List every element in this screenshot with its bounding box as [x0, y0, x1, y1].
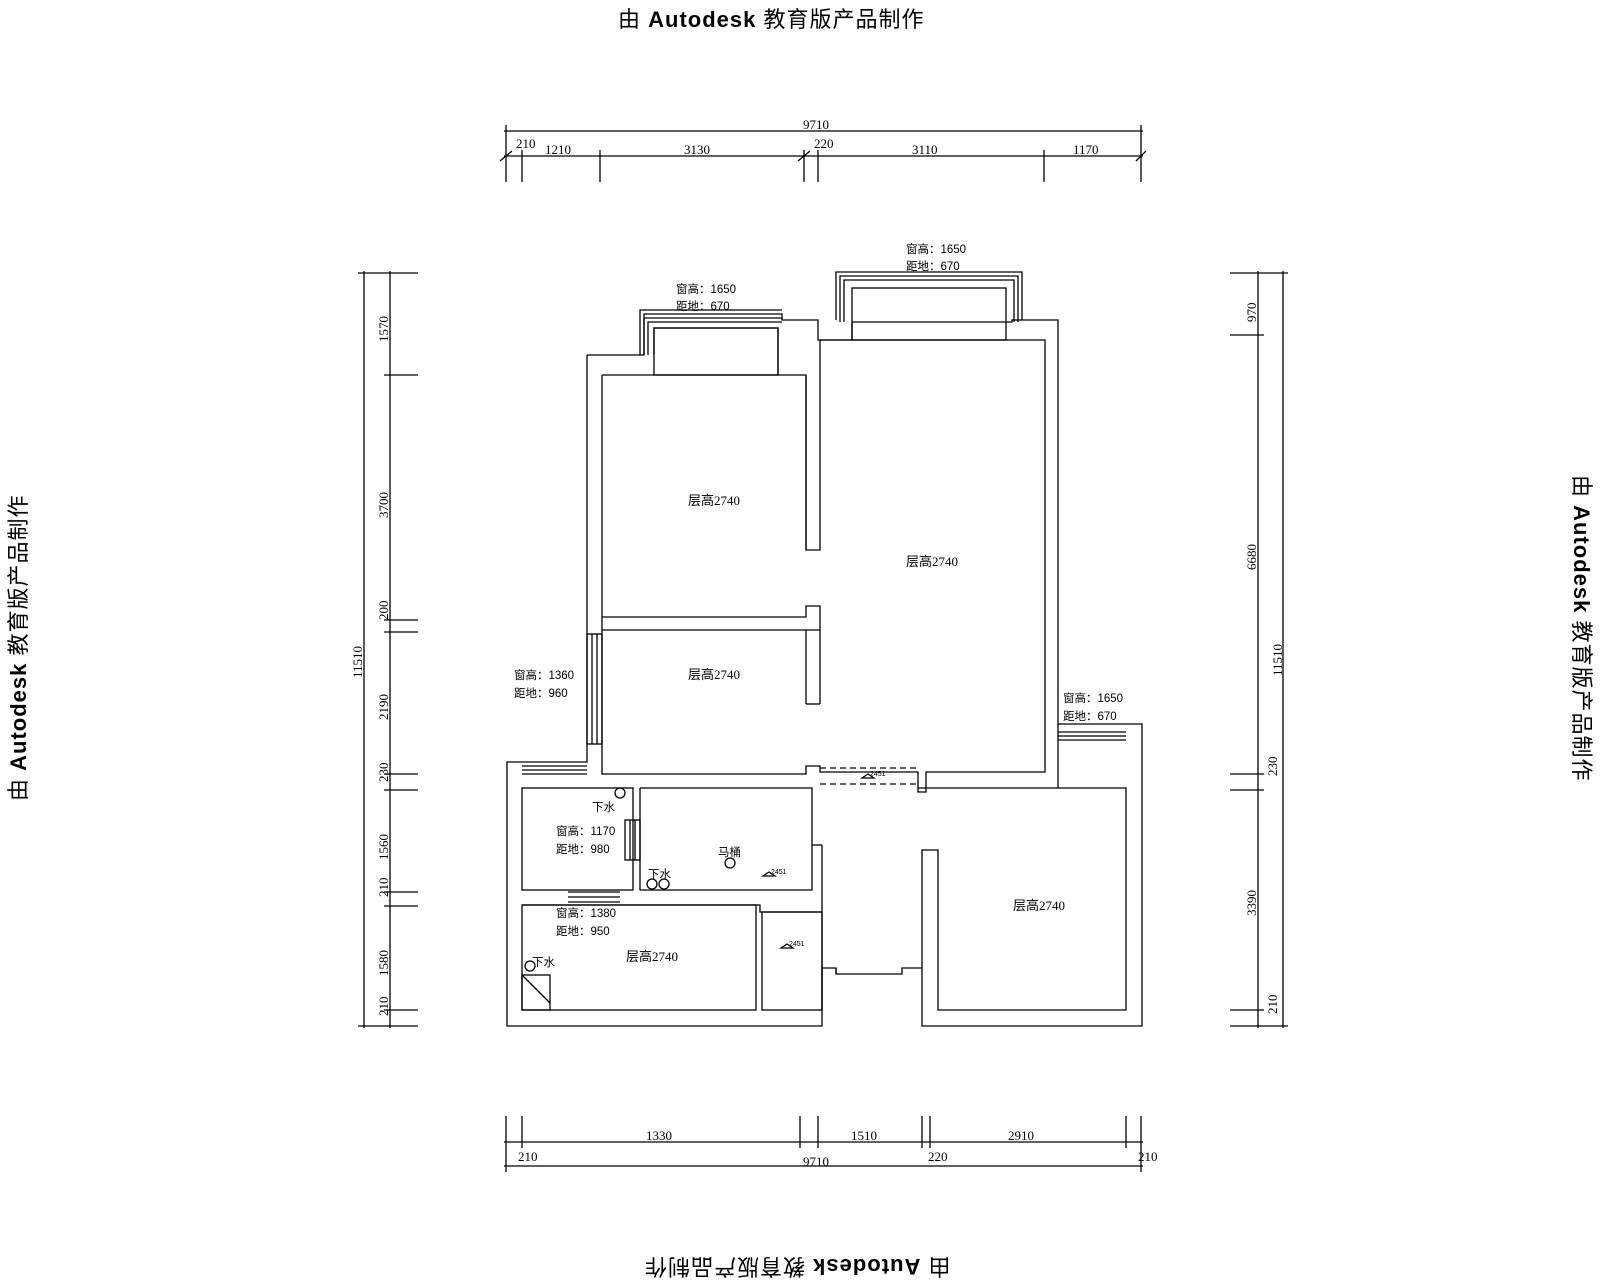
watermark-top: 由 Autodesk 教育版产品制作 — [618, 2, 925, 34]
dim-left-seg: 210 — [376, 878, 391, 898]
dim-left-total: 11510 — [350, 646, 365, 678]
room-height-label: 层高2740 — [688, 667, 740, 682]
drain-label: 下水 — [648, 868, 671, 881]
window-sill-label: 距地：670 — [676, 300, 730, 313]
left-dimensions: 1570 3700 200 2190 230 1560 210 1580 210… — [350, 271, 418, 1028]
dim-left-seg: 2190 — [376, 694, 391, 720]
dim-top-seg: 3130 — [684, 142, 710, 157]
level-label: 2451 — [771, 869, 787, 876]
watermark-prefix: 由 — [618, 7, 642, 32]
dim-left-seg: 1560 — [376, 834, 391, 860]
dim-left-seg: 230 — [376, 763, 391, 783]
dim-bottom-wall: 210 — [518, 1149, 538, 1164]
toilet-label: 马桶 — [718, 845, 741, 859]
room-height-label: 层高2740 — [688, 493, 740, 508]
level-mark-icon — [859, 773, 877, 779]
dim-top-seg: 220 — [814, 136, 834, 151]
dim-bottom-seg: 1510 — [851, 1128, 877, 1143]
window-sill-label: 距地：960 — [514, 687, 568, 700]
dim-top-total: 9710 — [803, 117, 829, 132]
shower-tray-icon — [521, 974, 551, 1011]
fixtures — [521, 773, 877, 1011]
drain-icon — [646, 878, 658, 890]
window-height-label: 窗高：1650 — [906, 242, 966, 256]
dim-right-seg: 3390 — [1244, 890, 1259, 916]
dim-left-seg: 210 — [376, 997, 391, 1017]
dim-right-seg: 970 — [1244, 303, 1259, 323]
dim-left-seg: 200 — [376, 601, 391, 621]
window-sill-label: 距地：670 — [1063, 710, 1117, 723]
level-label: 2451 — [789, 941, 805, 948]
window-sill-label: 距地：950 — [556, 925, 610, 938]
dim-top-seg: 1210 — [545, 142, 571, 157]
window-height-label: 窗高：1650 — [676, 282, 736, 296]
window-height-label: 窗高：1380 — [556, 906, 616, 920]
room-height-label: 层高2740 — [626, 949, 678, 964]
room-height-label: 层高2740 — [906, 554, 958, 569]
bottom-dimensions: 1330 1510 2910 210 220 210 9710 — [504, 1116, 1158, 1172]
watermark-brand: Autodesk — [648, 7, 757, 32]
level-mark-icon — [760, 871, 778, 877]
dim-right-total: 11510 — [1270, 644, 1285, 676]
window-sill-label: 距地：670 — [906, 260, 960, 273]
window-height-label: 窗高：1170 — [556, 824, 615, 838]
drain-label: 下水 — [592, 801, 615, 814]
dim-left-seg: 3700 — [376, 492, 391, 518]
window-height-label: 窗高：1650 — [1063, 691, 1123, 705]
toilet-icon — [724, 857, 736, 869]
dim-right-seg: 210 — [1265, 995, 1280, 1015]
dim-top-seg: 3110 — [912, 142, 938, 157]
dim-left-seg: 1580 — [376, 950, 391, 976]
dim-right-seg: 230 — [1265, 757, 1280, 777]
window-height-label: 窗高：1360 — [514, 668, 574, 682]
dim-bottom-seg: 1330 — [646, 1128, 672, 1143]
dim-bottom-wall: 220 — [928, 1149, 948, 1164]
dim-bottom-total: 9710 — [803, 1154, 829, 1169]
dim-top-seg: 210 — [516, 136, 536, 151]
dim-left-seg: 1570 — [376, 316, 391, 342]
drain-icon — [614, 787, 626, 799]
dim-bottom-seg: 2910 — [1008, 1128, 1034, 1143]
dim-bottom-wall: 210 — [1138, 1149, 1158, 1164]
dim-top-seg: 1170 — [1073, 142, 1099, 157]
windows — [522, 271, 1126, 903]
level-label: 2451 — [870, 771, 886, 778]
drain-icon — [658, 878, 670, 890]
drain-icon — [524, 960, 536, 972]
drain-label: 下水 — [532, 956, 555, 969]
window-sill-label: 距地：980 — [556, 843, 610, 856]
dim-right-seg: 6680 — [1244, 544, 1259, 570]
right-dimensions: 970 6680 230 3390 210 11510 — [1230, 271, 1288, 1028]
watermark-suffix: 教育版产品制作 — [763, 7, 925, 32]
room-height-label: 层高2740 — [1013, 898, 1065, 913]
level-mark-icon — [778, 943, 796, 949]
top-dimensions: 9710 210 1210 3130 220 3110 1170 — [499, 117, 1147, 182]
